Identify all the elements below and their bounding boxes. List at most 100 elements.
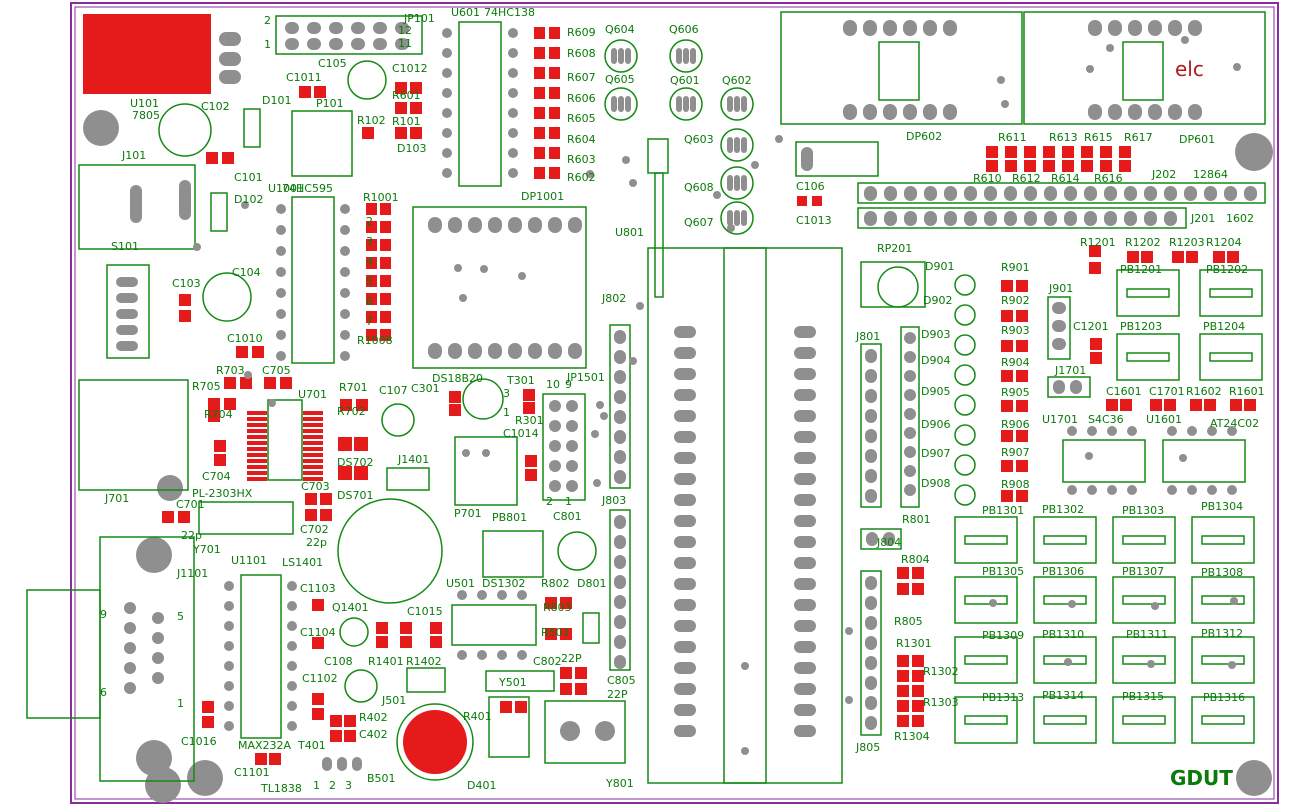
smd-pad [1001, 400, 1013, 412]
smd-pad [366, 203, 377, 215]
silkscreen-label: D401 [467, 779, 496, 792]
smd-pad [1127, 251, 1139, 263]
pot-p101 [291, 110, 353, 177]
through-hole-pad [614, 515, 626, 529]
transistor [604, 39, 638, 73]
through-hole-pad [734, 175, 740, 191]
via-hole [1151, 602, 1159, 610]
silkscreen-label: 1 [264, 38, 271, 51]
through-hole-pad [674, 725, 696, 737]
through-hole-pad [116, 325, 138, 335]
via-hole [1085, 452, 1093, 460]
via-hole [287, 601, 297, 611]
through-hole-pad [923, 104, 937, 120]
silkscreen-label: PB1305 [982, 565, 1024, 578]
through-hole-pad [566, 460, 578, 472]
smd-pad [912, 715, 924, 727]
via-hole [224, 621, 234, 631]
via-hole [340, 309, 350, 319]
through-hole-pad [865, 389, 877, 403]
through-hole-pad [549, 440, 561, 452]
smd-pad [1016, 460, 1028, 472]
via-hole [224, 701, 234, 711]
through-hole-pad [611, 96, 617, 112]
through-hole-pad [727, 96, 733, 112]
via-hole [124, 662, 136, 674]
via-hole [593, 479, 601, 487]
button-bar [964, 715, 1008, 725]
via-hole [1001, 100, 1009, 108]
silkscreen-label: C701 [176, 498, 205, 511]
through-hole-pad [903, 20, 917, 36]
via-hole [1106, 44, 1114, 52]
silkscreen-label: 22p [306, 536, 327, 549]
silkscreen-label: R1202 [1125, 236, 1161, 249]
silkscreen-label: D907 [921, 447, 950, 460]
via-hole [518, 272, 526, 280]
smd-pad [366, 311, 377, 323]
silkscreen-label: DS1302 [482, 577, 525, 590]
smd-pad [897, 670, 909, 682]
push-button [954, 696, 1018, 744]
via-hole [287, 581, 297, 591]
via-hole [187, 760, 223, 796]
smd-pad [1016, 430, 1028, 442]
transistor-q1401 [339, 617, 369, 647]
via-hole [1107, 426, 1117, 436]
display-dp602 [780, 11, 1023, 125]
smd-pad [214, 440, 226, 452]
silkscreen-label: S101 [111, 240, 139, 253]
button-bar [1043, 595, 1087, 605]
via-hole [224, 601, 234, 611]
silkscreen-label: PB1201 [1120, 263, 1162, 276]
through-hole-pad [1148, 20, 1162, 36]
through-hole-pad [865, 596, 877, 610]
smd-pad [534, 87, 545, 99]
via-hole [741, 747, 749, 755]
smd-pad [338, 437, 352, 451]
socket-slot [723, 247, 767, 784]
diode-d101 [243, 108, 261, 148]
silkscreen-label: PB1202 [1206, 263, 1248, 276]
smd-pad [305, 509, 317, 521]
through-hole-pad [1128, 20, 1142, 36]
regulator [647, 138, 669, 174]
through-hole-pad [690, 48, 696, 64]
db9-shell [26, 589, 101, 719]
through-hole-pad [794, 368, 816, 380]
through-hole-pad [1164, 211, 1177, 226]
through-hole-pad [904, 446, 916, 458]
silkscreen-label: C1015 [407, 605, 443, 618]
smd-pad [1204, 399, 1216, 411]
smd-pad [303, 447, 323, 451]
silkscreen-label: R1602 [1186, 385, 1222, 398]
through-hole-pad [568, 217, 582, 233]
smd-pad [1090, 352, 1102, 364]
smd-pad [303, 411, 323, 415]
smd-pad [366, 239, 377, 251]
silkscreen-label: D102 [234, 193, 263, 206]
through-hole-pad [674, 410, 696, 422]
silkscreen-label: R1302 [923, 665, 959, 678]
smd-pad [1016, 370, 1028, 382]
smd-pad [897, 685, 909, 697]
silkscreen-label: R1601 [1229, 385, 1265, 398]
through-hole-pad [727, 210, 733, 226]
via-hole [1181, 36, 1189, 44]
through-hole-pad [614, 615, 626, 629]
via-hole [1179, 454, 1187, 462]
through-hole-pad [674, 368, 696, 380]
through-hole-pad [674, 662, 696, 674]
through-hole-pad [1108, 104, 1122, 120]
via-hole [442, 88, 452, 98]
button-bar [1126, 288, 1170, 298]
silkscreen-label: 12864 [1193, 168, 1228, 181]
via-hole [1187, 426, 1197, 436]
through-hole-pad [1004, 211, 1017, 226]
silkscreen-label: R613 [1049, 131, 1078, 144]
through-hole-pad [865, 576, 877, 590]
through-hole-pad [865, 656, 877, 670]
smd-pad [366, 221, 377, 233]
smd-pad [303, 453, 323, 457]
smd-pad [534, 47, 545, 59]
